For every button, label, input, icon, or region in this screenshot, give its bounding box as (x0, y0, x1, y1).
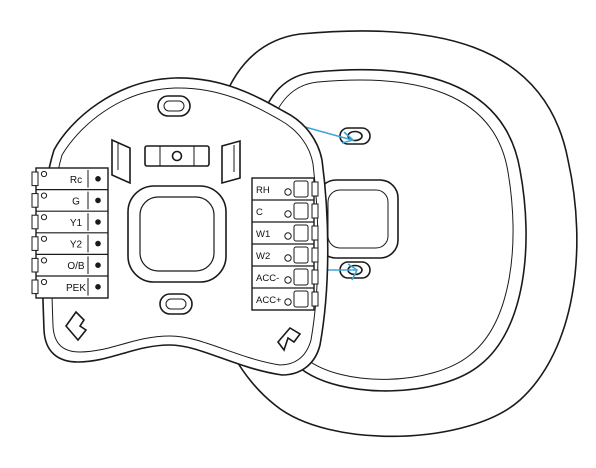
release-button-icon (95, 219, 101, 225)
release-button-icon (95, 240, 101, 247)
release-button-icon (95, 284, 101, 290)
terminal-hole-icon (40, 235, 48, 242)
terminal-right-w1: W1 (252, 221, 319, 242)
terminal-label: ACC- (256, 273, 279, 284)
terminal-right-acc-: ACC- (252, 265, 319, 286)
release-button-icon (284, 232, 292, 240)
backplate-screw-slot-top (157, 95, 191, 117)
terminal-hole-icon (40, 192, 48, 199)
terminal-label: W2 (256, 251, 270, 262)
mounting-clip-right (221, 139, 241, 185)
terminal-label: Y2 (70, 240, 83, 251)
release-button-icon (95, 176, 101, 182)
backplate-wire-opening-inner (139, 196, 215, 272)
mounting-clip-left (111, 138, 131, 185)
terminal-right-acc-: ACC+ (252, 287, 319, 308)
terminal-left-y2: Y2 (31, 232, 108, 253)
terminal-label: ACC+ (256, 295, 282, 306)
terminal-label: Y1 (70, 218, 83, 229)
terminal-left-rc: Rc (31, 170, 101, 188)
arrow-top-head (341, 131, 355, 144)
terminal-left-pek: PEK (31, 275, 108, 296)
snap-hook-left (64, 310, 88, 342)
wall-plate-wire-opening-inner (327, 189, 389, 249)
backplate-wire-opening (127, 185, 227, 283)
release-button-icon (284, 210, 292, 218)
terminal-left-y1: Y1 (31, 210, 108, 231)
terminal-right-c: C (252, 199, 319, 220)
terminal-label: G (72, 196, 80, 207)
release-button-icon (95, 197, 101, 204)
terminal-label: RH (256, 185, 270, 196)
terminal-right-w2: W2 (252, 243, 319, 264)
terminal-label: C (256, 207, 263, 218)
terminal-label: Rc (70, 175, 82, 186)
backplate-screw-slot-bottom (159, 293, 193, 315)
release-button-icon (95, 262, 101, 269)
release-button-icon (284, 298, 292, 306)
snap-hook-right (276, 326, 302, 352)
terminal-label: W1 (256, 229, 270, 240)
bubble-level (144, 145, 210, 167)
terminal-label: PEK (66, 283, 86, 294)
terminal-label: O/B (67, 261, 85, 272)
backplate-inner-edge (50, 87, 319, 366)
release-button-icon (284, 276, 292, 284)
arrow-top (304, 126, 353, 141)
terminal-right-rh: RH (256, 180, 319, 198)
terminal-left-g: G (31, 189, 108, 210)
release-button-icon (284, 188, 292, 196)
terminal-left-o-b: O/B (31, 253, 108, 274)
terminal-hole-icon (40, 170, 48, 178)
terminal-hole-icon (40, 214, 48, 221)
arrow-bottom-head (347, 263, 359, 281)
terminal-hole-icon (40, 257, 48, 264)
release-button-icon (284, 254, 292, 262)
terminal-hole-icon (40, 278, 48, 286)
